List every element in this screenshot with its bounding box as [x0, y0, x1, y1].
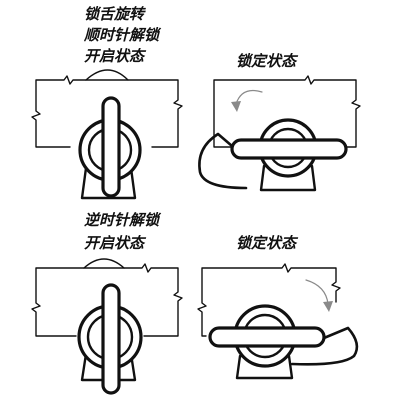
lock-tongue — [101, 96, 121, 198]
label-locked-state-bottom: 锁定状态 — [236, 234, 299, 252]
rotation-arc — [83, 258, 125, 269]
label-clockwise-unlock: 顺时针解锁 — [83, 26, 162, 44]
lock-cord — [290, 326, 359, 366]
door-outline — [31, 263, 183, 337]
arrow-head — [323, 301, 333, 312]
lock-cord — [198, 132, 248, 190]
lock-tongue — [230, 138, 348, 160]
door-outline — [213, 75, 361, 148]
rotation-arc — [85, 69, 129, 81]
door-outline — [197, 263, 341, 337]
label-open-state-bottom: 开启状态 — [84, 234, 147, 252]
label-tongue-rotation: 锁舌旋转 — [84, 5, 146, 23]
panel-bottom-right-locked — [197, 263, 359, 380]
rotation-arrow — [305, 279, 329, 305]
panel-top-right-locked — [198, 75, 361, 192]
door-outline — [31, 75, 183, 148]
panel-bottom-left-open — [31, 258, 183, 395]
label-open-state-top: 开启状态 — [84, 47, 147, 65]
lock-tongue — [208, 326, 326, 348]
rotation-arrow — [235, 89, 263, 105]
label-locked-state-top: 锁定状态 — [236, 52, 299, 70]
lock-tongue — [101, 283, 121, 395]
arrow-head — [231, 101, 241, 112]
panel-top-left-open — [31, 69, 183, 200]
label-counterclockwise-unlock: 逆时针解锁 — [84, 211, 162, 229]
